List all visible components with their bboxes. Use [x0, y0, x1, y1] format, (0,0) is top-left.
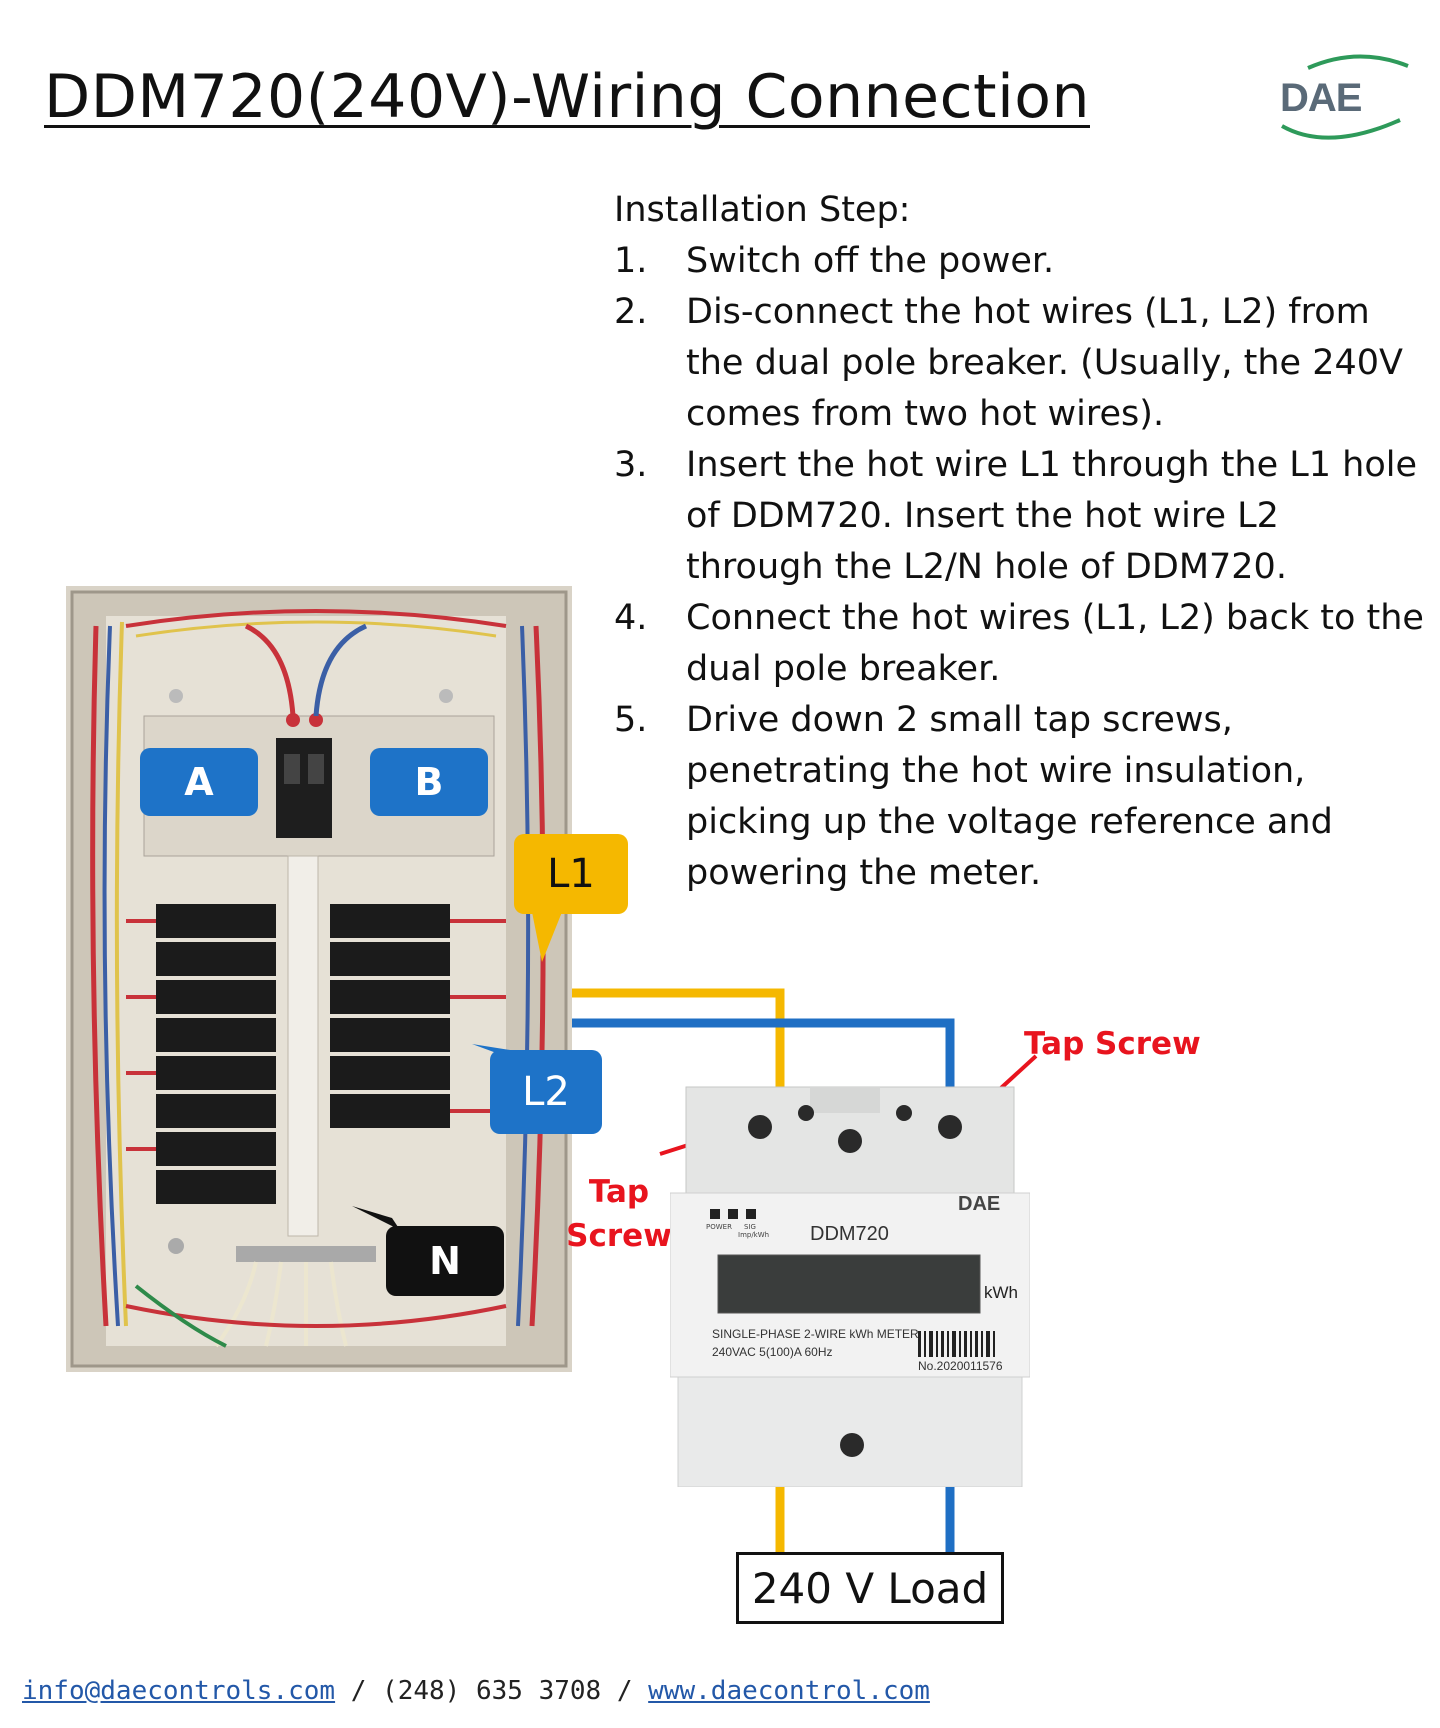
meter-led-label-sig: SIG: [744, 1223, 756, 1231]
callout-n-shape: [352, 1206, 504, 1296]
footer-separator: /: [335, 1676, 383, 1706]
callout-l1: L1: [514, 834, 628, 914]
logo-swoosh-icon: [1281, 54, 1409, 140]
phone-number: (248) 635 3708: [382, 1676, 602, 1706]
step-5: 5. Drive down 2 small tap screws, penetr…: [614, 695, 1424, 899]
dae-logo: DAE: [1268, 48, 1418, 148]
meter-brand: DAE: [958, 1193, 1001, 1215]
step-number: 5.: [614, 700, 648, 740]
installation-heading: Installation Step:: [614, 190, 911, 230]
footer-contact: info@daecontrols.com / (248) 635 3708 / …: [22, 1676, 930, 1706]
meter-serial: No.2020011576: [918, 1359, 1003, 1373]
installation-steps: Installation Step: 1. Switch off the pow…: [614, 185, 1424, 899]
meter-spec-line1: SINGLE-PHASE 2-WIRE kWh METER: [712, 1327, 919, 1341]
callout-b-label: B: [414, 760, 444, 804]
callout-b: B: [370, 748, 488, 816]
step-2: 2. Dis-connect the hot wires (L1, L2) fr…: [614, 287, 1424, 440]
step-text: Switch off the power.: [686, 241, 1055, 281]
meter-body: [670, 1086, 1030, 1487]
callout-l1-shape: [514, 834, 628, 962]
tap-screw-label-right: Tap Screw: [1024, 1026, 1201, 1062]
l2-wire: [455, 1018, 955, 1090]
callout-l2-shape: [472, 1044, 602, 1134]
step-text: Drive down 2 small tap screws, penetrati…: [686, 700, 1333, 893]
callout-l2: L2: [490, 1050, 602, 1134]
load-label: 240 V Load: [751, 1563, 989, 1613]
callout-n-label: N: [429, 1239, 461, 1283]
step-number: 2.: [614, 292, 648, 332]
tap-screw-left-line2: Screw: [566, 1218, 672, 1254]
callout-n: N: [386, 1226, 504, 1296]
step-number: 1.: [614, 241, 648, 281]
step-1: 1. Switch off the power.: [614, 236, 1424, 287]
step-4: 4. Connect the hot wires (L1, L2) back t…: [614, 593, 1424, 695]
left-breakers: [156, 904, 276, 1204]
right-breakers: [330, 904, 450, 1128]
tap-screw-label-left: Tap Screw: [564, 1170, 674, 1258]
meter-spec-line2: 240VAC 5(100)A 60Hz: [712, 1345, 833, 1359]
step-number: 3.: [614, 445, 648, 485]
step-text: Insert the hot wire L1 through the L1 ho…: [686, 445, 1418, 587]
breaker-panel-photo: [66, 586, 572, 1372]
callout-l2-label: L2: [522, 1069, 570, 1115]
email-link[interactable]: info@daecontrols.com: [22, 1676, 336, 1706]
meter-led-label-imp: Imp/kWh: [738, 1231, 770, 1239]
callout-l1-label: L1: [547, 851, 595, 897]
meter-led-label-power: POWER: [706, 1223, 732, 1231]
step-text: Dis-connect the hot wires (L1, L2) from …: [686, 292, 1403, 434]
ddm720-meter: DAE DDM720 POWER SIG Imp/kWh kWh SINGLE-…: [670, 1083, 1030, 1487]
tap-screw-left-line1: Tap: [588, 1174, 650, 1210]
callout-a-label: A: [184, 760, 214, 804]
step-3: 3. Insert the hot wire L1 through the L1…: [614, 440, 1424, 593]
meter-unit: kWh: [984, 1283, 1018, 1302]
load-box: 240 V Load: [736, 1552, 1004, 1624]
meter-model: DDM720: [810, 1223, 889, 1245]
step-number: 4.: [614, 598, 648, 638]
footer-separator: /: [601, 1676, 649, 1706]
website-link[interactable]: www.daecontrol.com: [648, 1676, 930, 1706]
logo-text: DAE: [1280, 76, 1362, 120]
page-title: DDM720(240V)-Wiring Connection: [44, 62, 1090, 132]
callout-a: A: [140, 748, 258, 816]
step-text: Connect the hot wires (L1, L2) back to t…: [686, 598, 1424, 689]
